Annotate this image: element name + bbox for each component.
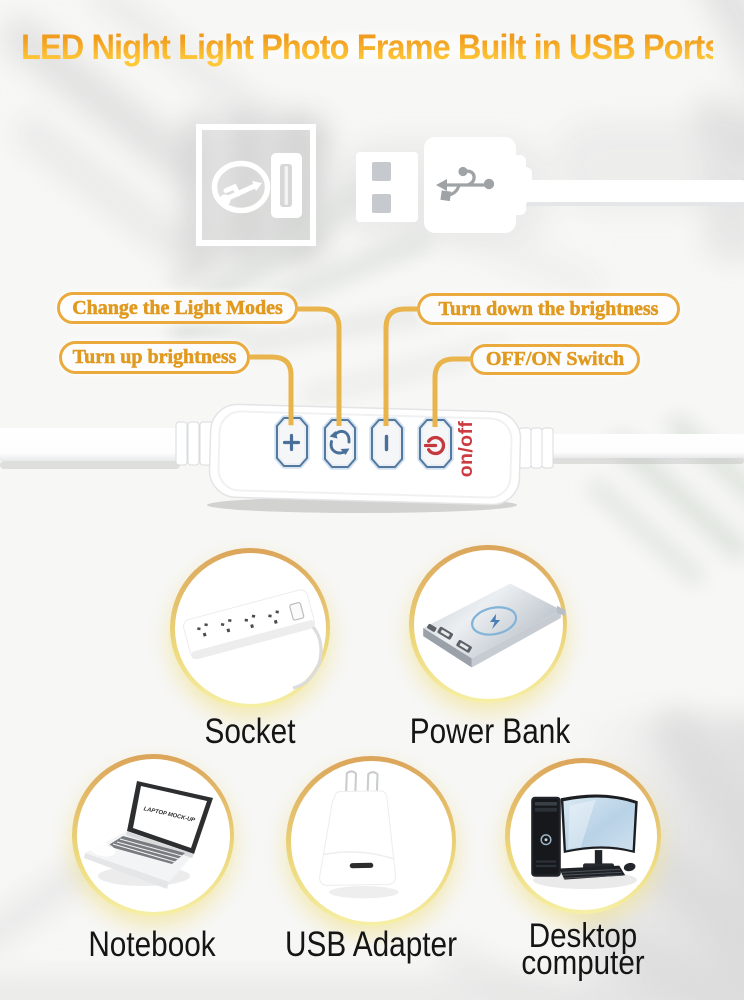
svg-text:on/off: on/off [455,421,477,478]
